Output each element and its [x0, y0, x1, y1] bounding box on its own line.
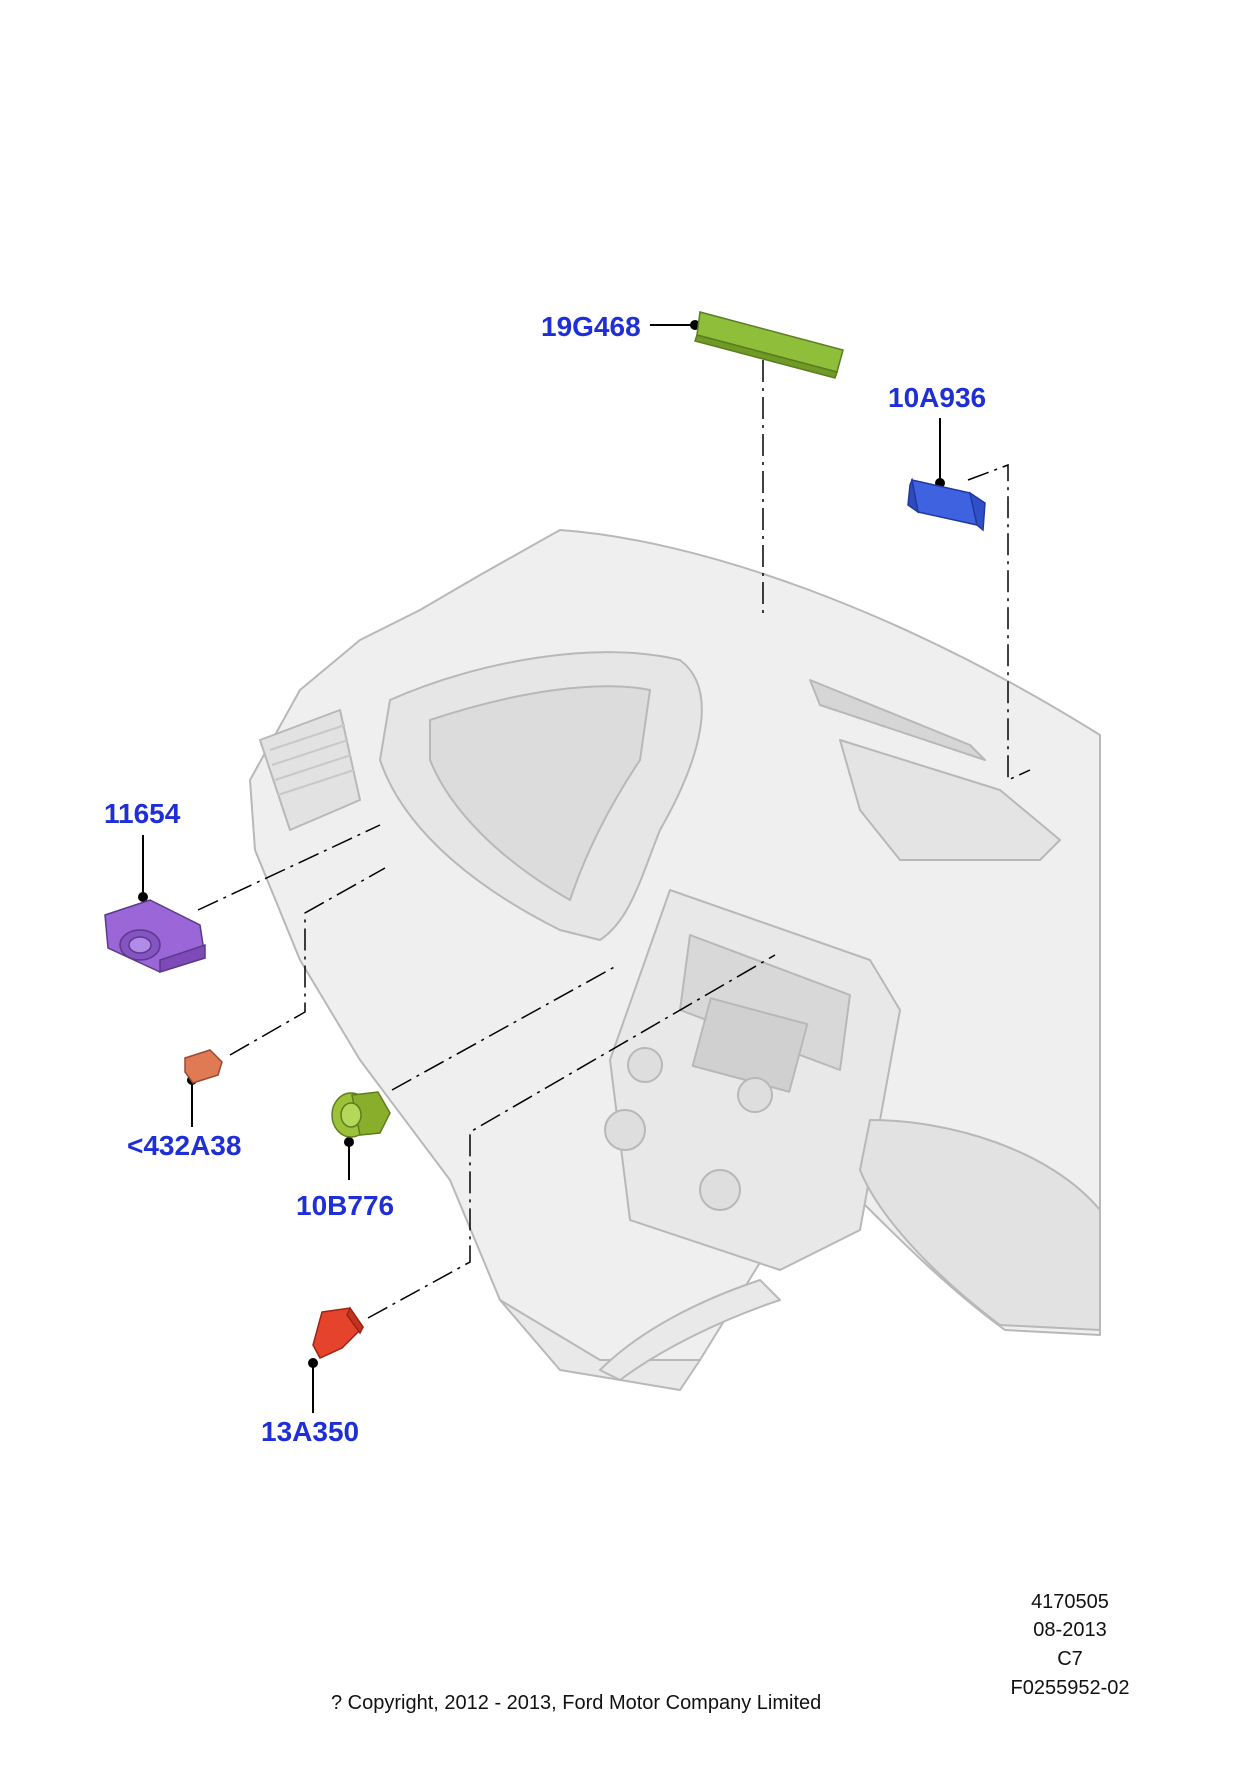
revision-code: C7	[1057, 1648, 1083, 1670]
callout-11654: 11654	[104, 798, 181, 829]
part-19G468-bracket	[694, 311, 844, 379]
callout-10A936: 10A936	[888, 382, 987, 413]
instrument-panel-illustration	[249, 529, 1101, 1391]
callout-19G468: 19G468	[541, 311, 641, 342]
callout-13A350: 13A350	[261, 1416, 360, 1447]
callout-432A38: <432A38	[127, 1130, 242, 1161]
part-13A350-switch	[312, 1306, 364, 1359]
reference-number: 4170505	[1031, 1591, 1109, 1613]
callout-pointers	[138, 320, 945, 1413]
copyright-notice: ? Copyright, 2012 - 2013, Ford Motor Com…	[331, 1692, 822, 1714]
leader-lines	[197, 360, 1031, 1319]
part-10B776-socket	[331, 1091, 391, 1138]
part-11654-switch	[104, 899, 206, 974]
figure-id: F0255952-02	[1010, 1677, 1130, 1699]
callout-10B776: 10B776	[296, 1190, 395, 1221]
revision-date: 08-2013	[1033, 1619, 1107, 1641]
part-10A936-module	[907, 477, 986, 532]
part-432A38-clip	[184, 1049, 223, 1084]
